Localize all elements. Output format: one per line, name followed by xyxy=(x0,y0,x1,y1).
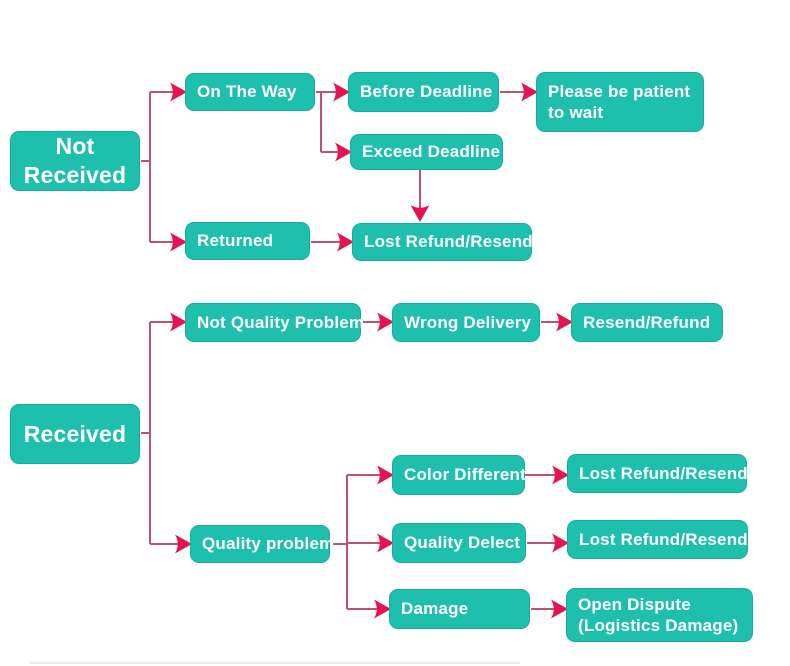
node-on-the-way: On The Way xyxy=(185,73,315,111)
arrowhead-lost-color xyxy=(552,465,569,485)
edge-quality-branch xyxy=(331,474,380,610)
arrowhead-please-patient xyxy=(521,82,538,102)
footer-divider-line xyxy=(30,662,520,664)
node-lost-refund-resend-top: Lost Refund/Resend xyxy=(352,223,533,261)
node-open-dispute: Open Dispute (Logistics Damage) xyxy=(566,588,753,642)
arrowhead-exceed-deadline xyxy=(335,142,352,162)
arrowhead-before-deadline xyxy=(333,82,350,102)
node-wrong-delivery: Wrong Delivery xyxy=(392,303,540,342)
arrowhead-wrong-delivery xyxy=(377,312,394,332)
node-returned: Returned xyxy=(185,222,310,260)
arrowhead-returned xyxy=(170,232,187,252)
node-not-quality-problem: Not Quality Problem xyxy=(185,303,364,342)
node-lost-refund-resend-color: Lost Refund/Resend xyxy=(567,454,748,493)
arrowhead-quality-problem xyxy=(175,534,192,554)
arrowhead-color-different xyxy=(377,465,394,485)
arrowhead-not-quality xyxy=(170,312,187,332)
edge-on-the-way-branch xyxy=(316,91,338,153)
node-resend-refund: Resend/Refund xyxy=(571,303,723,342)
node-damage: Damage xyxy=(389,589,530,629)
node-lost-refund-resend-delect: Lost Refund/Resend xyxy=(567,520,748,559)
node-before-deadline: Before Deadline xyxy=(348,72,499,112)
arrowhead-lost-top-left xyxy=(337,232,354,252)
node-exceed-deadline: Exceed Deadline xyxy=(350,134,503,170)
arrowhead-on-the-way xyxy=(170,82,187,102)
edge-not-received-branch xyxy=(141,91,173,243)
node-quality-problem: Quality problem xyxy=(190,525,334,563)
arrowhead-resend-refund xyxy=(556,312,573,332)
arrowhead-quality-delect xyxy=(377,533,394,553)
node-received: Received xyxy=(10,404,140,464)
edge-received-branch xyxy=(141,321,178,545)
node-not-received: Not Received xyxy=(10,131,140,191)
arrowhead-open-dispute xyxy=(551,599,568,619)
arrowhead-lost-top-down xyxy=(410,205,430,222)
node-please-be-patient: Please be patient to wait xyxy=(536,72,704,132)
node-color-different: Color Different xyxy=(392,455,526,495)
arrowhead-lost-delect xyxy=(552,533,569,553)
node-quality-delect: Quality Delect xyxy=(392,523,526,563)
arrowhead-damage xyxy=(374,599,391,619)
